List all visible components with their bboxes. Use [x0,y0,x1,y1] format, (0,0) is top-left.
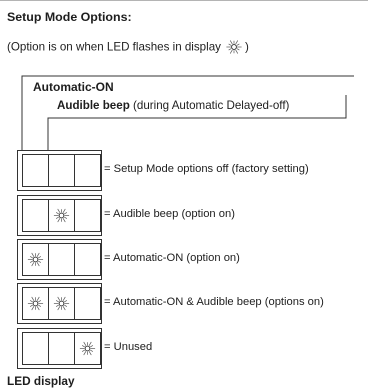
heading-audible-beep: Audible beep (during Automatic Delayed-o… [57,99,289,112]
heading-audible-beep-note: (during Automatic Delayed-off) [129,99,290,112]
led-display-inner [22,199,101,232]
led-display-label: LED display [7,374,75,388]
flashing-led-icon [27,252,44,267]
led-display-row [17,239,102,280]
led-display-inner [22,243,101,276]
row-label: = Unused [104,341,153,353]
subtitle-closing: ) [244,40,249,54]
led-display-row [17,150,102,191]
bracket-line-audible-beep [47,95,347,169]
flashing-led-icon [79,341,96,356]
flashing-led-icon [226,40,242,54]
led-display-inner [22,154,101,187]
subtitle: (Option is on when LED flashes in displa… [7,38,249,56]
section-title: Setup Mode Options: [7,10,132,24]
led-display-inner [22,332,101,365]
bracket-line-automatic-on [21,75,354,169]
led-display-row [17,328,102,369]
led-display-row [17,195,102,236]
flashing-led-icon [53,208,70,223]
flashing-led-icon [27,296,44,311]
subtitle-text: (Option is on when LED flashes in displa… [7,40,221,54]
row-label: = Setup Mode options off (factory settin… [104,163,309,175]
led-display-frame [17,150,102,191]
row-label: = Audible beep (option on) [104,208,235,220]
row-label: = Automatic-ON & Audible beep (options o… [104,296,324,308]
top-rule [0,0,368,1]
heading-audible-beep-bold: Audible beep [57,99,130,112]
flashing-led-icon [225,38,243,56]
led-display-inner [22,287,101,320]
row-label: = Automatic-ON (option on) [104,252,240,264]
heading-automatic-on: Automatic-ON [33,80,114,94]
flashing-led-icon [53,296,70,311]
led-display-row [17,283,102,324]
